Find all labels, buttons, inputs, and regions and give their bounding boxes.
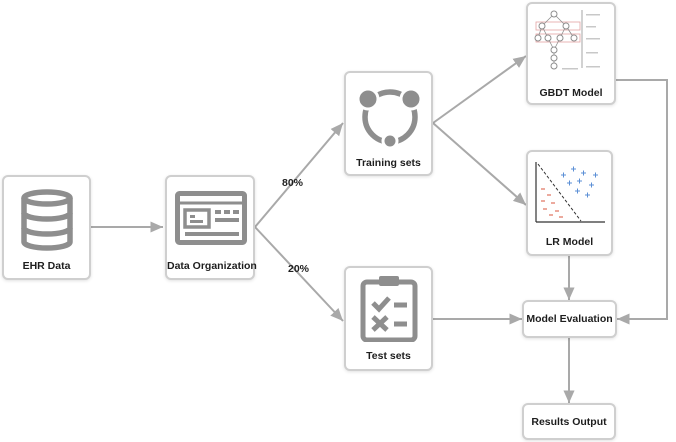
database-icon (21, 189, 73, 251)
training-sets-node[interactable]: Training sets (344, 71, 433, 176)
edge-gbdt-to-evaluation (615, 79, 668, 325)
gbdt-model-label: GBDT Model (539, 87, 603, 99)
test-sets-label: Test sets (366, 350, 411, 362)
data-organization-node[interactable]: Data Organization (165, 175, 257, 280)
test-sets-node[interactable]: Test sets (344, 266, 433, 371)
lr-model-label: LR Model (545, 236, 594, 248)
lr-model-node[interactable]: LR Model (526, 150, 613, 256)
training-sets-label: Training sets (356, 157, 421, 169)
edge-organization-to-training (254, 122, 344, 228)
model-evaluation-node[interactable]: Model Evaluation (522, 300, 617, 338)
model-evaluation-label: Model Evaluation (526, 313, 613, 325)
edge-label-test-pct: 20% (288, 263, 310, 275)
results-output-node[interactable]: Results Output (522, 403, 616, 440)
edge-training-to-gbdt (432, 55, 527, 124)
clipboard-checklist-icon (360, 276, 418, 342)
ehr-data-node[interactable]: EHR Data (2, 175, 91, 280)
form-window-icon (175, 191, 247, 245)
results-output-label: Results Output (531, 416, 607, 428)
edge-organization-to-test (254, 226, 344, 322)
edge-training-to-lr (432, 122, 527, 206)
gbdt-model-node[interactable]: GBDT Model (526, 2, 616, 105)
linear-classifier-scatter-icon (535, 162, 605, 223)
edge-label-train-pct: 80% (282, 177, 304, 189)
decision-tree-icon (534, 10, 600, 70)
cycle-nodes-icon (356, 87, 423, 149)
data-organization-label: Data Organization (167, 260, 257, 272)
ehr-data-label: EHR Data (22, 260, 71, 272)
